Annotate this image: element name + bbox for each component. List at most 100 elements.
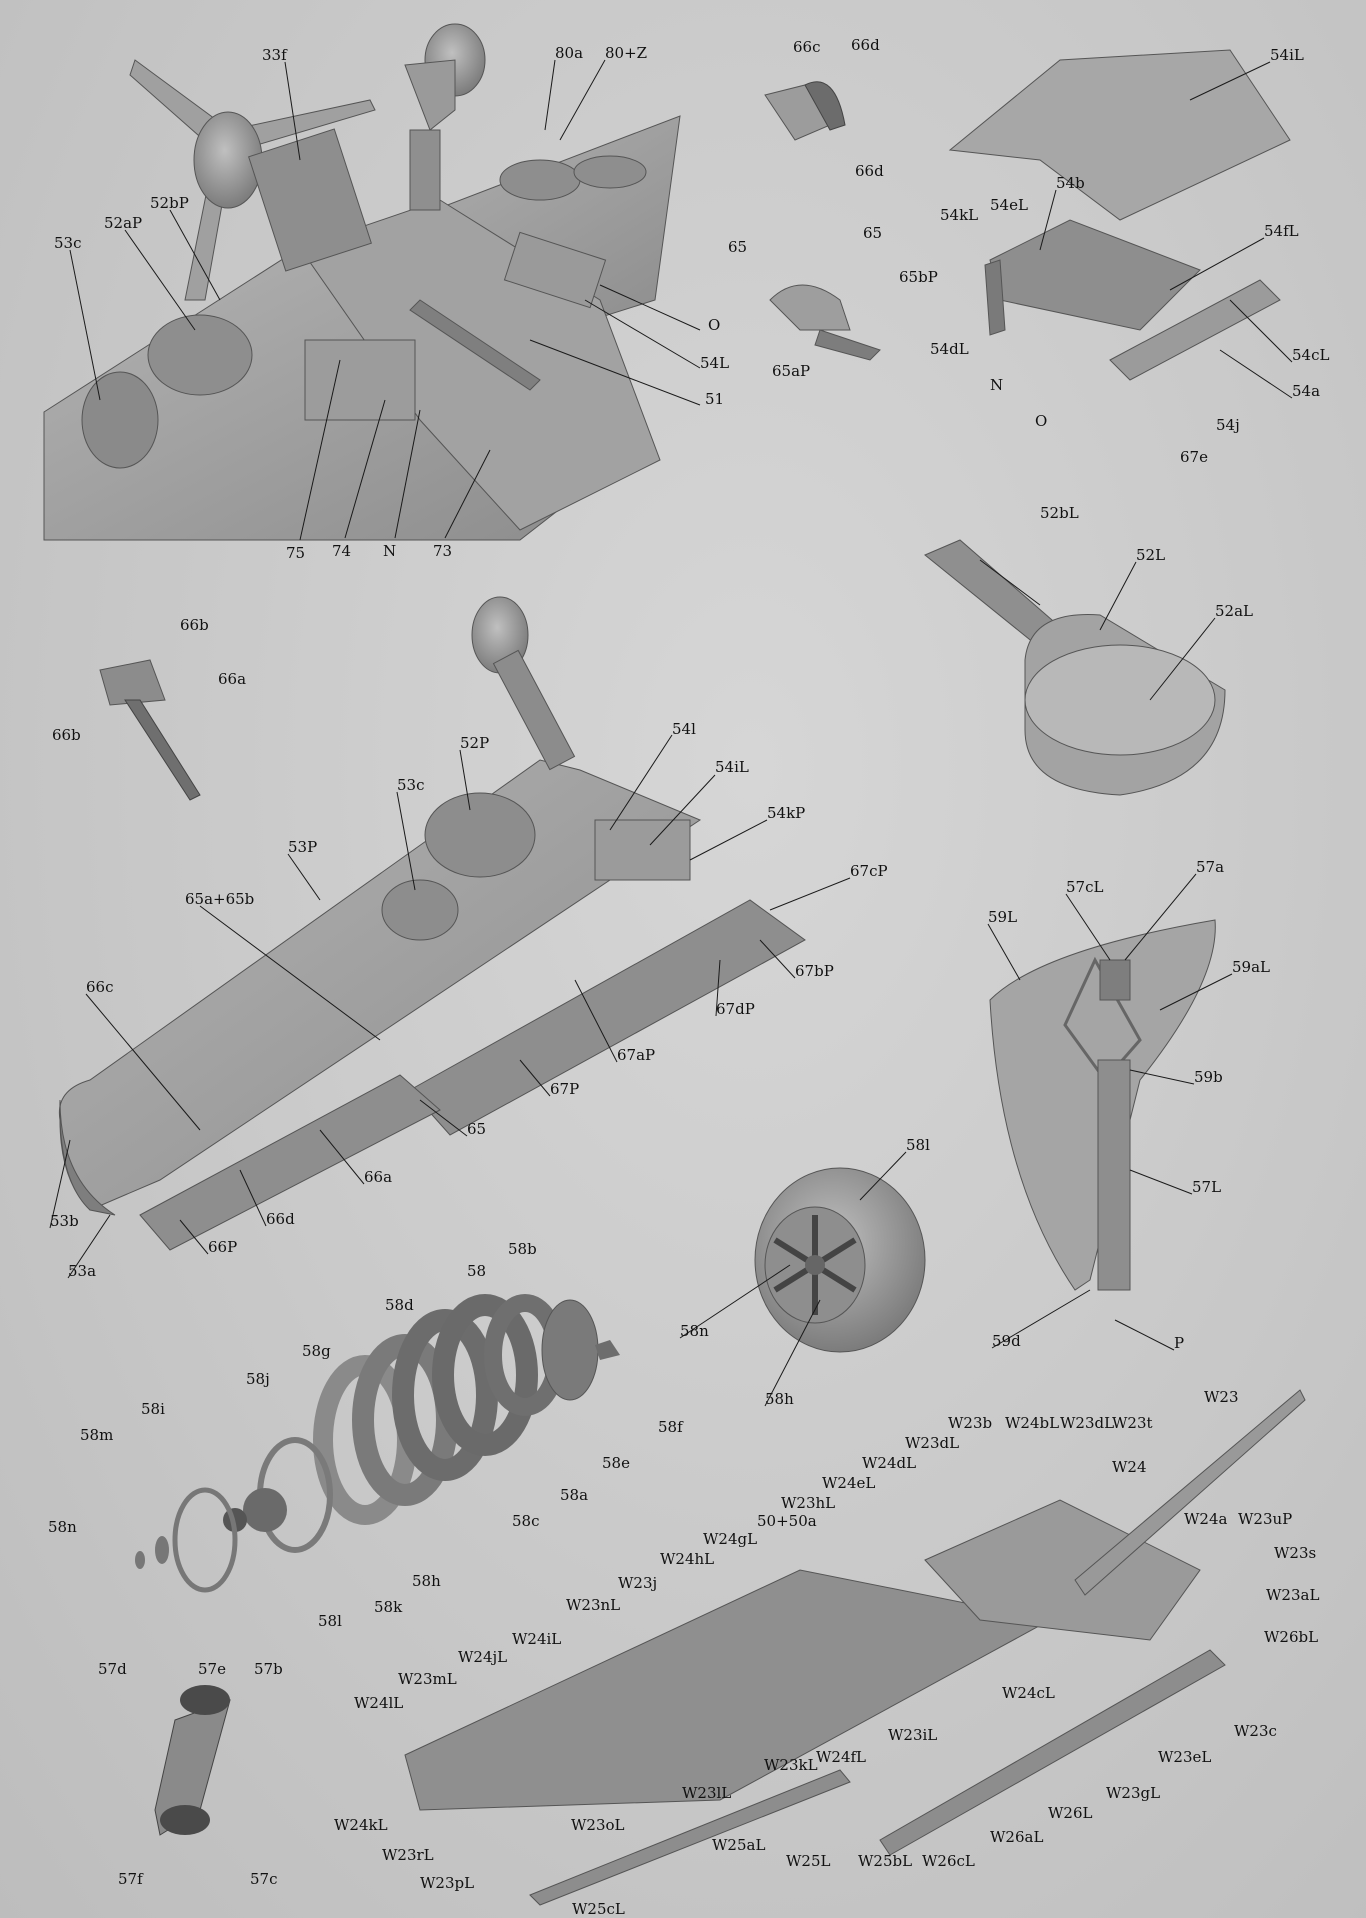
part-label-54L: 54L xyxy=(700,354,730,372)
wheel-well-53c-top xyxy=(81,371,159,469)
tail-wheel-strut-top xyxy=(409,129,441,211)
part-label-53c-t: 53c xyxy=(54,234,82,252)
wing-spar-W23 xyxy=(404,1569,1052,1811)
part-label-W25aL: W25aL xyxy=(712,1836,766,1854)
part-label-W23lL: W23lL xyxy=(682,1784,732,1802)
part-66-strut xyxy=(99,659,201,801)
part-label-66d-b: 66d xyxy=(855,162,884,180)
part-label-66d-m: 66d xyxy=(266,1210,295,1228)
part-label-W23t: W23t xyxy=(1112,1414,1153,1432)
part-label-66b-l: 66b xyxy=(52,726,81,744)
part-label-52P: 52P xyxy=(460,734,490,752)
part-65bP-shape xyxy=(814,329,881,361)
part-label-58d: 58d xyxy=(385,1296,414,1314)
part-label-52bP: 52bP xyxy=(150,194,189,212)
wheel-well-53c-mid xyxy=(381,879,459,941)
part-label-65-m: 65 xyxy=(467,1120,487,1138)
part-label-O: O xyxy=(708,316,721,334)
part-label-W23mL: W23mL xyxy=(398,1670,457,1688)
part-label-58m: 58m xyxy=(80,1426,114,1444)
part-57-59-assembly xyxy=(989,919,1216,1291)
part-label-66a-m: 66a xyxy=(364,1168,393,1186)
part-label-67aP: 67aP xyxy=(617,1046,656,1064)
part-label-54eL: 54eL xyxy=(990,196,1028,214)
wheel-well-right2-top xyxy=(573,155,647,189)
part-label-W24lL: W24lL xyxy=(354,1694,404,1712)
part-label-5050a: 50+50a xyxy=(757,1512,817,1530)
part-label-W23kL: W23kL xyxy=(764,1756,818,1774)
part-label-54l: 54l xyxy=(672,720,696,738)
part-label-N-t: N xyxy=(990,376,1004,394)
part-label-58: 58 xyxy=(467,1262,487,1280)
part-label-W23hL: W23hL xyxy=(781,1494,836,1512)
part-54dL-shape xyxy=(984,259,1006,336)
wheel-well-52P xyxy=(424,792,536,878)
part-label-57a: 57a xyxy=(1196,858,1225,876)
part-label-59d: 59d xyxy=(992,1332,1021,1350)
part-57a-head xyxy=(1099,959,1131,1001)
flap-67P xyxy=(409,899,806,1136)
leading-edge-W23 xyxy=(1074,1389,1306,1596)
part-label-58n-m: 58n xyxy=(680,1322,709,1340)
cap-58f xyxy=(595,1340,620,1360)
part-label-W26bL: W26bL xyxy=(1264,1628,1319,1646)
part-label-67dP: 67dP xyxy=(716,1000,755,1018)
part-label-54j: 54j xyxy=(1216,416,1240,434)
part-label-58h-l: 58h xyxy=(412,1572,441,1590)
part-label-58l-t: 58l xyxy=(906,1136,930,1154)
part-label-W24kL: W24kL xyxy=(334,1816,388,1834)
part-66b-shape xyxy=(99,659,166,706)
part-52L-opening xyxy=(1024,644,1216,756)
wing-frame-W24 xyxy=(924,1499,1201,1641)
washer-58m xyxy=(155,1536,169,1564)
part-label-75: 75 xyxy=(286,544,306,562)
part-label-W23oL: W23oL xyxy=(571,1816,625,1834)
part-label-66d-t: 66d xyxy=(851,36,880,54)
part-66d-shape xyxy=(804,81,846,131)
part-label-W24bL: W24bL xyxy=(1005,1414,1060,1432)
part-54fL-shape xyxy=(989,219,1201,331)
part-label-W24hL: W24hL xyxy=(660,1550,715,1568)
box-54L xyxy=(503,231,607,309)
part-label-W23c: W23c xyxy=(1234,1722,1277,1740)
ring-58c-c xyxy=(392,1309,498,1481)
leader-lines xyxy=(49,59,1293,1407)
part-label-W24cL: W24cL xyxy=(1002,1684,1055,1702)
part-label-58l-l: 58l xyxy=(318,1612,342,1630)
strip-W25L xyxy=(529,1769,851,1906)
part-57L-strut xyxy=(1097,1059,1131,1291)
part-label-W23dL2: W23dL xyxy=(905,1434,960,1452)
part-label-W23j: W23j xyxy=(618,1574,658,1592)
part-label-W23rL: W23rL xyxy=(382,1846,434,1864)
part-65-assembly xyxy=(769,284,881,361)
part-label-66P: 66P xyxy=(208,1238,238,1256)
part-label-W23: W23 xyxy=(1204,1388,1239,1406)
part-label-53b: 53b xyxy=(50,1212,79,1230)
part-label-54kP: 54kP xyxy=(767,804,806,822)
part-label-57cL: 57cL xyxy=(1066,878,1104,896)
part-label-52L: 52L xyxy=(1136,546,1166,564)
part-label-53a: 53a xyxy=(68,1262,97,1280)
part-label-58b: 58b xyxy=(508,1240,537,1258)
part-label-57f: 57f xyxy=(118,1870,143,1888)
part-label-W25bL: W25bL xyxy=(858,1852,913,1870)
part-label-66c-t: 66c xyxy=(793,38,821,56)
part-label-54dL: 54dL xyxy=(930,340,969,358)
part-66a-shape xyxy=(124,699,201,801)
wing-53P-assembly xyxy=(58,596,806,1251)
part-label-59aL: 59aL xyxy=(1232,958,1270,976)
tail-wheel-fork-top xyxy=(404,59,456,131)
part-label-52aP: 52aP xyxy=(104,214,143,232)
part-label-53P: 53P xyxy=(288,838,318,856)
exploded-wheel-58 xyxy=(135,1294,620,1593)
hub-center-58n xyxy=(805,1255,825,1275)
strip-W26L xyxy=(879,1649,1226,1856)
part-label-58a: 58a xyxy=(560,1486,589,1504)
part-label-W23aL: W23aL xyxy=(1266,1586,1320,1604)
part-label-W23uP: W23uP xyxy=(1238,1510,1293,1528)
fuselage-nose-33f xyxy=(248,128,372,272)
part-label-65-l: 65 xyxy=(728,238,748,256)
part-label-57b: 57b xyxy=(254,1660,283,1678)
